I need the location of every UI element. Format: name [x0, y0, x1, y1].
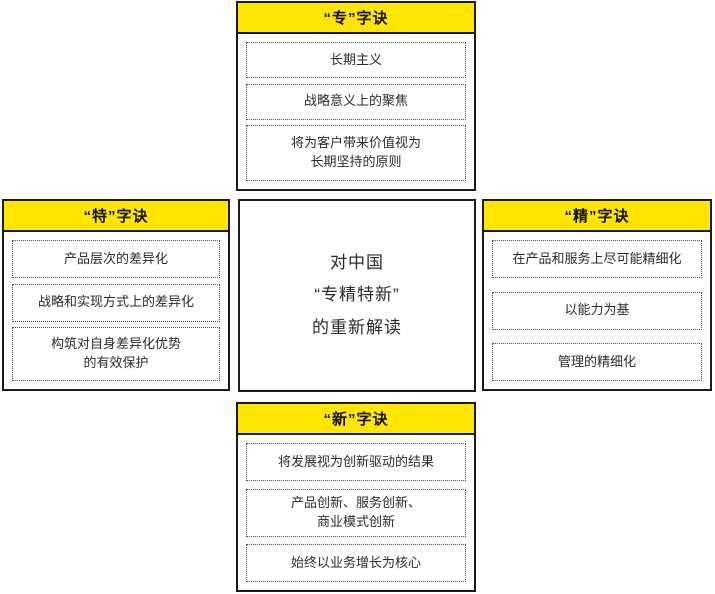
- panel-te-body: 产品层次的差异化 战略和实现方式上的差异化 构筑对自身差异化优势 的有效保护: [2, 232, 230, 391]
- list-item: 构筑对自身差异化优势 的有效保护: [12, 327, 220, 381]
- list-item: 产品创新、服务创新、 商业模式创新: [246, 488, 466, 537]
- panel-xin: “新”字诀 将发展视为创新驱动的结果 产品创新、服务创新、 商业模式创新 始终以…: [236, 402, 476, 592]
- panel-zhuan-title: “专”字诀: [236, 1, 476, 34]
- center-panel: 对中国 “专精特新” 的重新解读: [238, 199, 476, 392]
- panel-xin-title: “新”字诀: [236, 402, 476, 435]
- list-item: 长期主义: [246, 42, 466, 78]
- panel-jing: “精”字诀 在产品和服务上尽可能精细化 以能力为基 管理的精细化: [482, 199, 712, 391]
- list-item: 将发展视为创新驱动的结果: [246, 443, 466, 481]
- list-item: 管理的精细化: [492, 343, 702, 381]
- list-item: 产品层次的差异化: [12, 240, 220, 278]
- panel-te: “特”字诀 产品层次的差异化 战略和实现方式上的差异化 构筑对自身差异化优势 的…: [2, 199, 230, 391]
- panel-jing-title: “精”字诀: [482, 199, 712, 232]
- panel-zhuan-body: 长期主义 战略意义上的聚焦 将为客户带来价值视为 长期坚持的原则: [236, 34, 476, 191]
- panel-te-title: “特”字诀: [2, 199, 230, 232]
- center-line: 的重新解读: [312, 317, 402, 337]
- center-line: “专精特新”: [314, 285, 400, 305]
- list-item: 将为客户带来价值视为 长期坚持的原则: [246, 125, 466, 181]
- list-item: 以能力为基: [492, 291, 702, 330]
- panel-zhuan: “专”字诀 长期主义 战略意义上的聚焦 将为客户带来价值视为 长期坚持的原则: [236, 1, 476, 191]
- panel-jing-body: 在产品和服务上尽可能精细化 以能力为基 管理的精细化: [482, 232, 712, 391]
- list-item: 始终以业务增长为核心: [246, 544, 466, 582]
- list-item: 战略意义上的聚焦: [246, 83, 466, 120]
- list-item: 在产品和服务上尽可能精细化: [492, 240, 702, 278]
- panel-xin-body: 将发展视为创新驱动的结果 产品创新、服务创新、 商业模式创新 始终以业务增长为核…: [236, 435, 476, 592]
- list-item: 战略和实现方式上的差异化: [12, 283, 220, 322]
- center-line: 对中国: [330, 253, 384, 273]
